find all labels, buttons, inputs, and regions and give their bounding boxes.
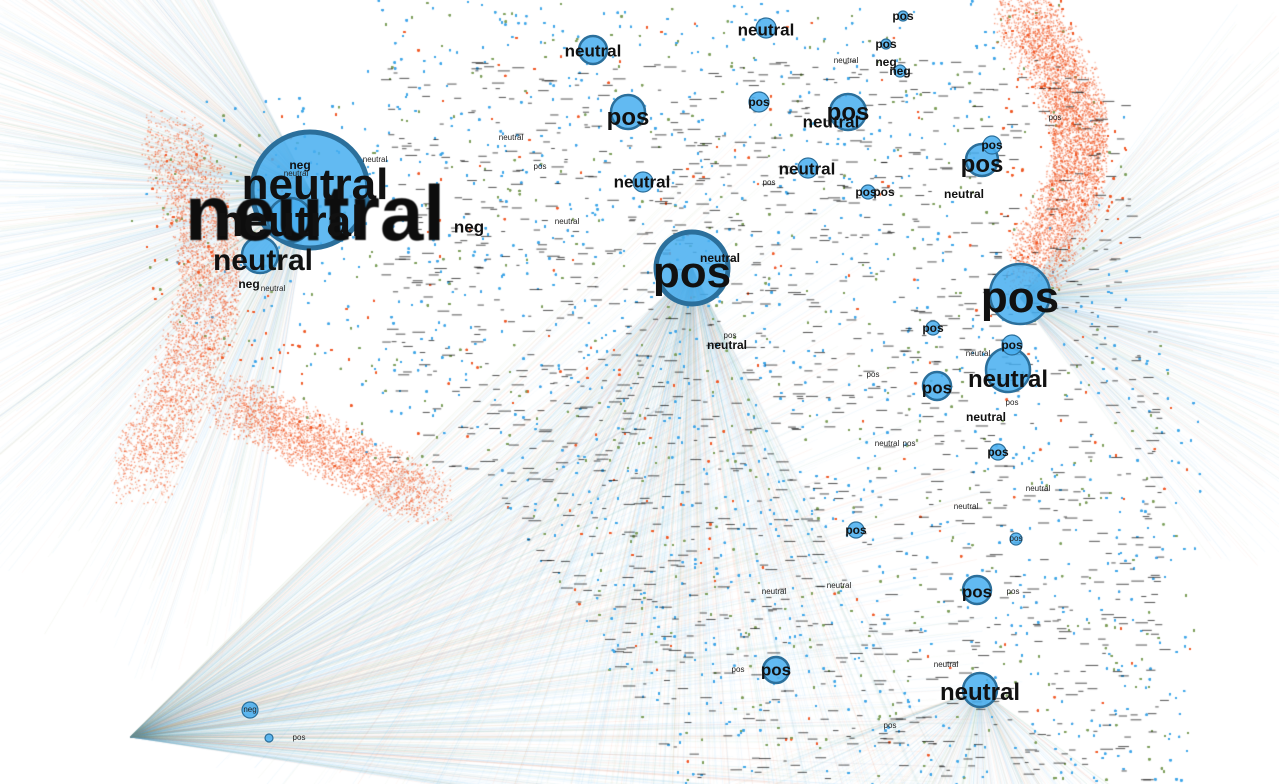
graph-node [828, 92, 868, 132]
graph-node [880, 38, 892, 50]
graph-node [266, 196, 314, 244]
graph-node [893, 64, 907, 78]
graph-node [1001, 334, 1023, 356]
graph-node [632, 171, 654, 193]
graph-node [982, 135, 1002, 155]
graph-node [847, 521, 865, 539]
graph-node [925, 320, 941, 336]
graph-node [240, 235, 280, 275]
graph-node [577, 34, 609, 66]
graph-node [961, 671, 999, 709]
graph-node [1009, 532, 1023, 546]
graph-node [653, 229, 731, 307]
graph-node [748, 91, 770, 113]
graph-node [241, 701, 259, 719]
graph-node [755, 17, 777, 39]
graph-node [989, 443, 1007, 461]
graph-node [761, 655, 791, 685]
graph-node [988, 262, 1052, 326]
graph-node [797, 157, 819, 179]
graph-node [961, 574, 993, 606]
graph-node [921, 370, 953, 402]
graph-node [264, 733, 274, 743]
graph-node [897, 10, 909, 22]
graph-node [609, 93, 647, 131]
graph-node [860, 184, 876, 200]
